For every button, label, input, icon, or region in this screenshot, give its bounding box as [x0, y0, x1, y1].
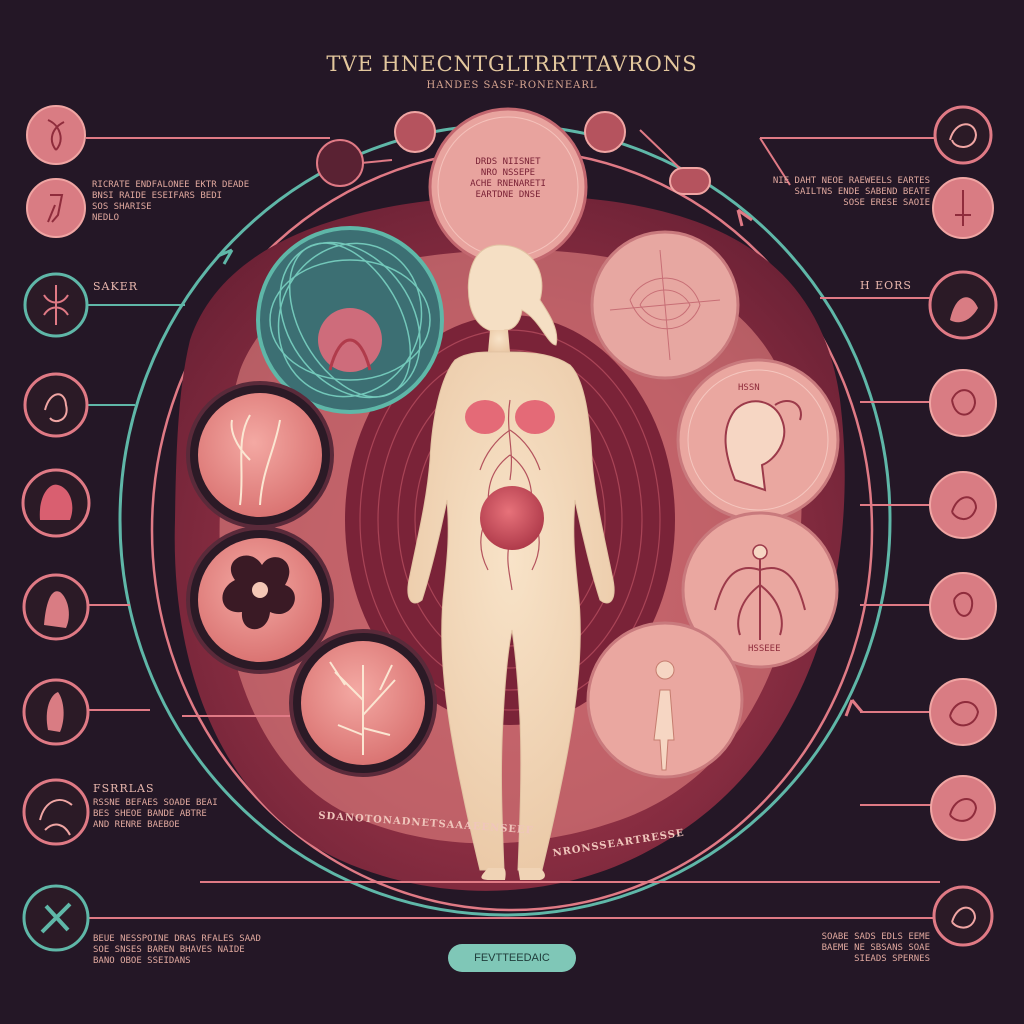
left-label-fsrrlas: FSRRLAS [93, 782, 155, 795]
center-info-bubble [428, 107, 588, 267]
left-bottom-note: BEUE NESSPOINE DRAS RFALES SAAD SOE SNSE… [93, 934, 261, 966]
right-icon-column [928, 105, 998, 947]
page-subtitle: HANDES SASF-RONENEARL [426, 80, 598, 91]
left-label-saker: SAKER [93, 280, 139, 293]
top-badges [316, 111, 711, 195]
right-bottom-note: SOABE SADS EDLS EEME BAEME NE SBSANS SOA… [821, 932, 930, 964]
right-orbs [586, 230, 840, 779]
right-small-label: HSSN [738, 383, 760, 393]
left-orbs [186, 226, 444, 777]
center-bubble-text: DRDS NIISNET NRO NSSEPE ACHE RNENARETI E… [470, 157, 546, 200]
left-mid-note: RSSNE BEFAES SOADE BEAI BES SHEOE BANDE … [93, 798, 218, 830]
learn-more-button[interactable]: FEVTTEEDAIC [448, 944, 576, 972]
connector-lines [86, 129, 940, 919]
female-figure [407, 244, 615, 880]
page-title: TVE HNECNTGLTRRTTAVRONS [326, 52, 698, 76]
left-top-note: RICRATE ENDFALONEE EKTR DEADE BNSI RAIDE… [92, 180, 250, 223]
right-orb-caption: HSSEEE [748, 644, 781, 654]
left-icon-column [21, 105, 91, 952]
right-label-heors: H EORS [860, 279, 912, 292]
right-top-note: NIE DAHT NEOE RAEWEELS EARTES SAILTNS EN… [772, 176, 930, 208]
